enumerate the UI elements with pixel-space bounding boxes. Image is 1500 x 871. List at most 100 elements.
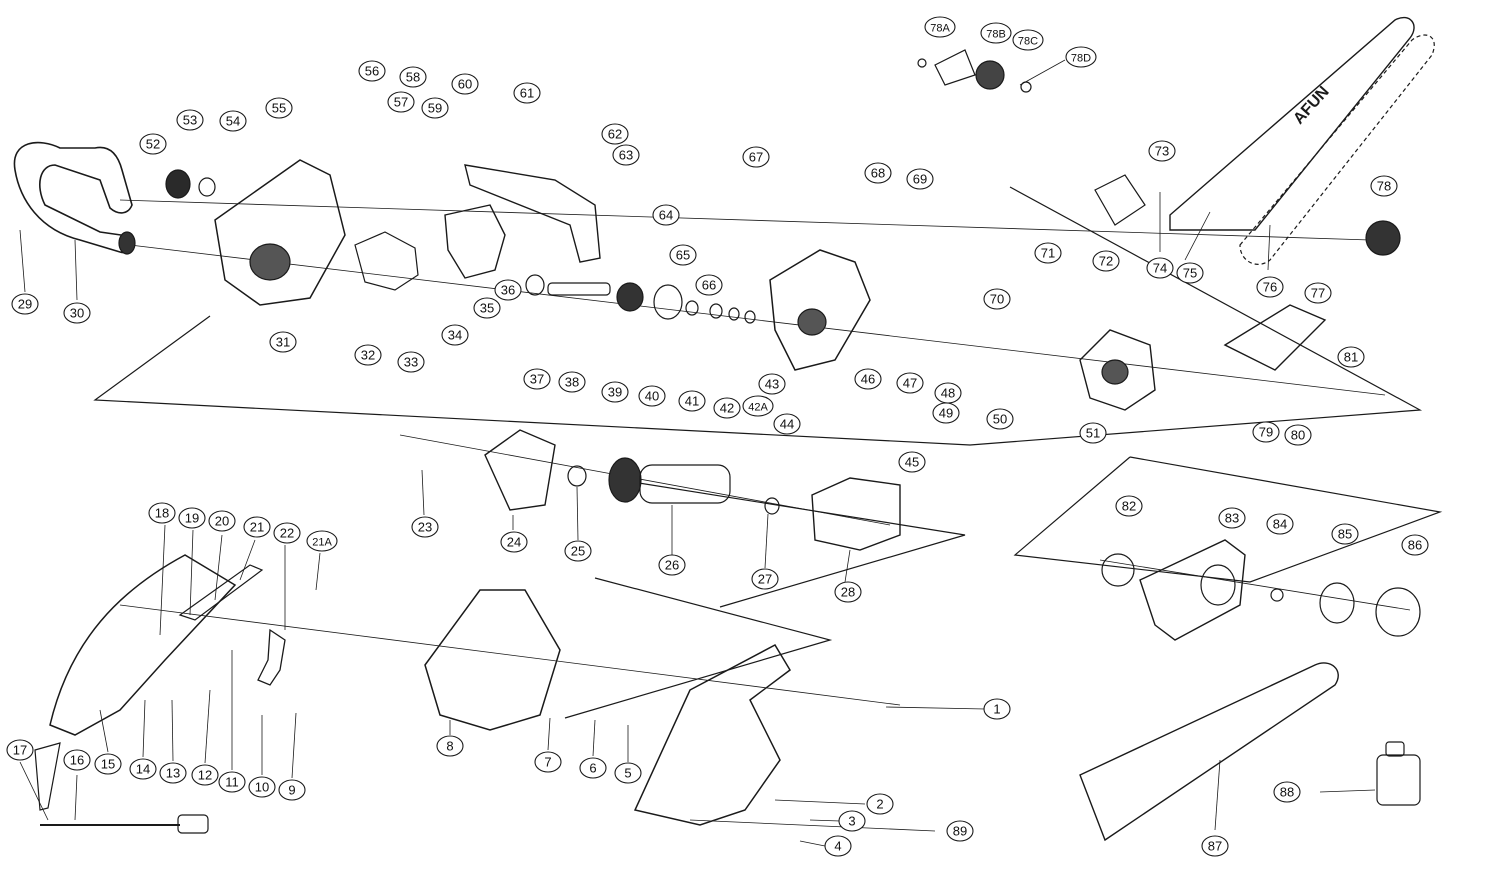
part-callout-31: 31 — [269, 331, 297, 353]
callout-number: 83 — [1225, 511, 1239, 526]
callout-number: 21A — [312, 537, 332, 549]
callout-bubble — [306, 530, 338, 552]
part-callout-6: 6 — [579, 757, 607, 779]
part-callout-37: 37 — [523, 368, 551, 390]
part-callout-19: 19 — [178, 507, 206, 529]
part-callout-49: 49 — [932, 402, 960, 424]
callout-bubble — [1201, 835, 1229, 857]
axis-line-lower — [129, 244, 1386, 396]
callout-bubble — [191, 764, 219, 786]
part-callout-51: 51 — [1079, 422, 1107, 444]
part-callout-28: 28 — [834, 581, 862, 603]
callout-number: 25 — [571, 544, 585, 559]
callout-number: 86 — [1408, 538, 1422, 553]
callout-number: 57 — [394, 95, 408, 110]
part-callout-68: 68 — [864, 162, 892, 184]
callout-number: 26 — [665, 558, 679, 573]
callout-bubble — [695, 274, 723, 296]
rear-handle-shape — [13, 141, 134, 254]
part-callout-79: 79 — [1252, 421, 1280, 443]
callout-number: 65 — [676, 248, 690, 263]
part-callout-9: 9 — [278, 779, 306, 801]
callout-bubble — [678, 390, 706, 412]
part-callout-81: 81 — [1337, 346, 1365, 368]
callout-bubble — [824, 835, 852, 857]
callout-bubble — [1012, 29, 1044, 51]
callout-number: 9 — [288, 783, 295, 798]
part-callout-46: 46 — [854, 368, 882, 390]
callout-number: 45 — [905, 455, 919, 470]
callout-bubble — [924, 16, 956, 38]
part-callout-23: 23 — [411, 516, 439, 538]
callout-bubble — [534, 751, 562, 773]
callout-bubble — [411, 516, 439, 538]
callout-number: 89 — [953, 824, 967, 839]
callout-bubble — [980, 22, 1012, 44]
callout-bubble — [248, 776, 276, 798]
callout-number: 33 — [404, 355, 418, 370]
part-callout-22: 22 — [273, 522, 301, 544]
part-callout-11: 11 — [218, 771, 246, 793]
gasket-32-shape — [354, 231, 419, 291]
callout-bubble — [638, 385, 666, 407]
part-callout-10: 10 — [248, 776, 276, 798]
part-callout-40: 40 — [638, 385, 666, 407]
shaft-38-shape — [547, 282, 611, 296]
part-callout-16: 16 — [63, 749, 91, 771]
callout-bubble — [1115, 495, 1143, 517]
callout-number: 87 — [1208, 839, 1222, 854]
callout-bubble — [742, 146, 770, 168]
callout-number: 50 — [993, 412, 1007, 427]
handle-housing-15-shape — [49, 554, 237, 736]
stator-28-shape — [811, 477, 901, 551]
callout-number: 85 — [1338, 527, 1352, 542]
callout-bubble — [243, 516, 271, 538]
guard-60-shape — [444, 204, 506, 279]
callout-number: 46 — [861, 372, 875, 387]
callout-number: 24 — [507, 535, 521, 550]
callout-bubble — [742, 395, 774, 417]
part-callout-64: 64 — [652, 204, 680, 226]
callout-bubble — [139, 133, 167, 155]
part-callout-4: 4 — [824, 835, 852, 857]
callout-bubble — [1304, 282, 1332, 304]
callout-number: 6 — [589, 761, 596, 776]
part-callout-59: 59 — [421, 97, 449, 119]
motor-plane — [619, 479, 966, 608]
callout-bubble — [983, 698, 1011, 720]
disc-40-shape — [653, 284, 683, 320]
callout-number: 42A — [748, 402, 768, 414]
gear-housing-31-shape — [214, 159, 346, 306]
callout-bubble — [6, 739, 34, 761]
part-callout-34: 34 — [441, 324, 469, 346]
callout-bubble — [513, 82, 541, 104]
callout-number: 31 — [276, 335, 290, 350]
callout-bubble — [178, 507, 206, 529]
callout-number: 78B — [986, 29, 1006, 41]
callout-number: 12 — [198, 768, 212, 783]
callout-number: 78A — [930, 23, 950, 35]
part-callout-50: 50 — [986, 408, 1014, 430]
part-callout-20: 20 — [208, 510, 236, 532]
part-callout-72: 72 — [1092, 250, 1120, 272]
callout-number: 63 — [619, 148, 633, 163]
knob-52-shape — [165, 169, 191, 199]
scabbard-87-shape — [1079, 662, 1339, 842]
gearbox-44-bore — [797, 308, 827, 336]
callout-number: 76 — [1263, 280, 1277, 295]
callout-bubble — [773, 413, 801, 435]
part-callout-17: 17 — [6, 739, 34, 761]
plate-51-bore — [1101, 359, 1129, 385]
callout-bubble — [159, 762, 187, 784]
callout-number: 54 — [226, 114, 240, 129]
callout-number: 5 — [624, 766, 631, 781]
callout-number: 44 — [780, 417, 794, 432]
housing-31-bore — [249, 243, 291, 281]
bearing-25-shape — [567, 465, 587, 487]
part-callout-1: 1 — [983, 698, 1011, 720]
part-callout-54: 54 — [219, 110, 247, 132]
callout-number: 42 — [720, 401, 734, 416]
callout-number: 64 — [659, 208, 673, 223]
part-callout-71: 71 — [1034, 242, 1062, 264]
